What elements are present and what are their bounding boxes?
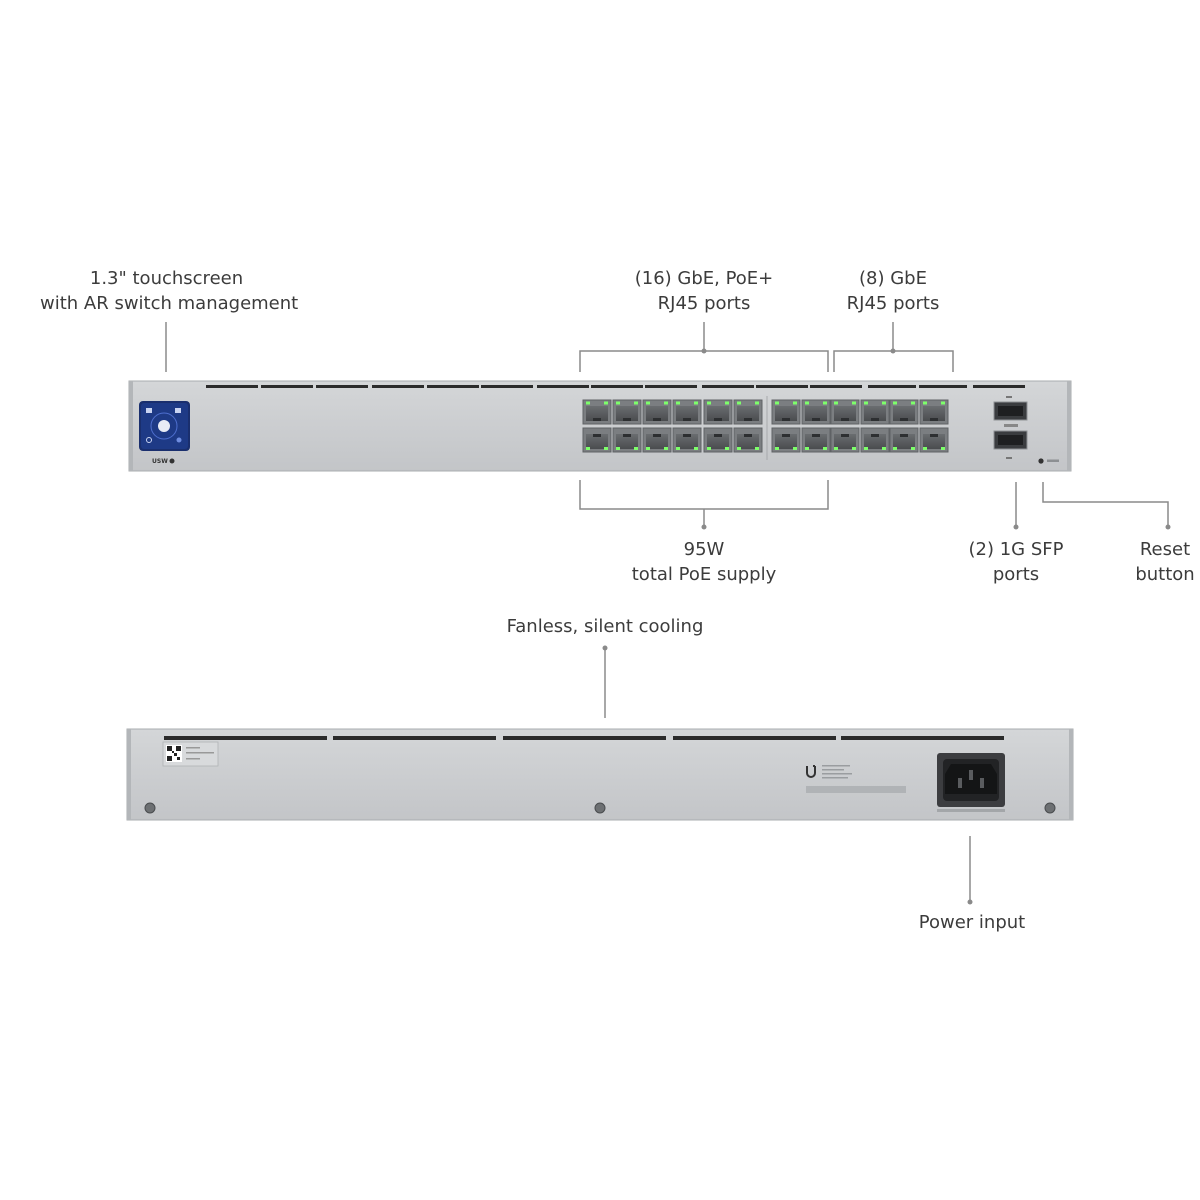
rj45-port[interactable] [830, 399, 860, 425]
gbe-ports-label: (8) GbE RJ45 ports [846, 268, 940, 314]
sfp-ports-label: (2) 1G SFP ports [968, 539, 1064, 585]
unifi-logo-icon [169, 458, 175, 464]
rj45-port[interactable] [771, 399, 801, 425]
poe-ports-label: (16) GbE, PoE+ RJ45 ports [634, 268, 774, 314]
rj45-port[interactable] [582, 427, 612, 453]
poe-supply-label: 95W total PoE supply [631, 539, 777, 585]
touchscreen-label: 1.3" touchscreen with AR switch manageme… [40, 268, 299, 314]
rj45-port[interactable] [801, 399, 831, 425]
rj45-port[interactable] [703, 427, 733, 453]
reset-button-label: Reset button [1135, 539, 1195, 585]
power-input-label: Power input [918, 912, 1026, 933]
rj45-port[interactable] [733, 427, 763, 453]
rj45-port[interactable] [771, 427, 801, 453]
rj45-port[interactable] [642, 399, 672, 425]
certification-marks-icon [806, 765, 906, 793]
chassis-screws [144, 802, 1056, 814]
serial-label-sticker [162, 741, 219, 767]
rj45-port[interactable] [612, 427, 642, 453]
rj45-port[interactable] [612, 399, 642, 425]
rj45-port[interactable] [860, 427, 890, 453]
rj45-port[interactable] [733, 399, 763, 425]
rj45-port[interactable] [642, 427, 672, 453]
rj45-port[interactable] [672, 399, 702, 425]
cooling-label: Fanless, silent cooling [506, 616, 704, 637]
rj45-port[interactable] [672, 427, 702, 453]
reset-button[interactable] [1038, 458, 1059, 464]
front-vents [206, 385, 1025, 388]
touchscreen[interactable] [139, 401, 190, 451]
sfp-ports[interactable] [993, 396, 1028, 459]
rj45-port[interactable] [919, 427, 949, 453]
callout-dots [602, 348, 1171, 905]
rj45-port[interactable] [889, 399, 919, 425]
power-inlet[interactable] [937, 753, 1005, 812]
rj45-port[interactable] [860, 399, 890, 425]
rj45-port[interactable] [582, 399, 612, 425]
ubiquiti-logo-icon [806, 765, 816, 778]
rear-vents [164, 736, 1004, 740]
rj45-port-block [582, 399, 949, 453]
rj45-port[interactable] [703, 399, 733, 425]
rj45-port[interactable] [919, 399, 949, 425]
model-badge: USW [152, 458, 168, 465]
rj45-port[interactable] [830, 427, 860, 453]
rear-panel [126, 728, 1074, 821]
front-panel: USW [128, 380, 1072, 472]
rj45-port[interactable] [801, 427, 831, 453]
rj45-port[interactable] [889, 427, 919, 453]
